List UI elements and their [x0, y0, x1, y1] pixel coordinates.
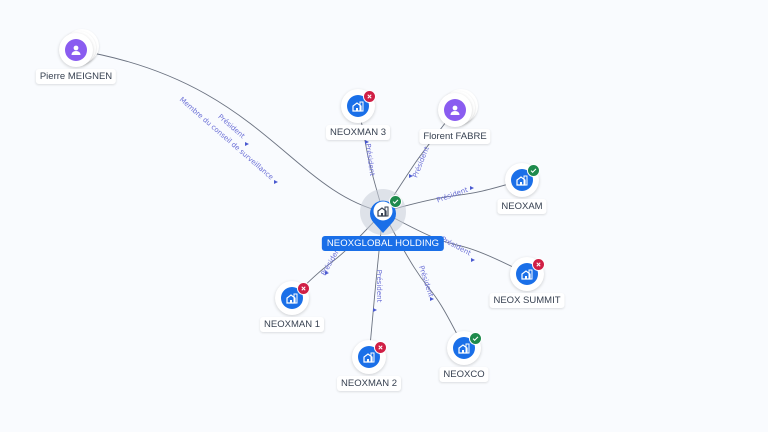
edge-line: [382, 109, 456, 213]
edge-line: [382, 179, 523, 213]
arrow-icon: [245, 142, 249, 146]
user-icon: [65, 39, 87, 61]
close-icon: [363, 90, 376, 103]
check-icon: [527, 164, 540, 177]
node-label[interactable]: NEOXMAN 3: [326, 125, 390, 140]
node-label[interactable]: Florent FABRE: [419, 129, 491, 144]
edge-label: Membre du conseil de surveillance: [178, 96, 275, 182]
node-circle[interactable]: [438, 93, 472, 127]
edge-label: Président: [364, 143, 377, 177]
arrow-icon: [470, 186, 474, 190]
node-label[interactable]: NEOXCO: [439, 367, 489, 382]
center-node-label[interactable]: NEOXGLOBAL HOLDING: [321, 236, 445, 251]
edge-label: Président: [436, 186, 470, 205]
edge-line: [382, 211, 528, 275]
node-label[interactable]: Pierre MEIGNEN: [35, 69, 117, 84]
node-label[interactable]: NEOX SUMMIT: [489, 293, 565, 308]
user-icon: [444, 99, 466, 121]
close-icon: [297, 282, 310, 295]
arrow-icon: [365, 140, 369, 144]
arrow-icon: [274, 180, 278, 184]
arrow-icon: [409, 174, 413, 178]
close-icon: [532, 258, 545, 271]
edge-line: [291, 211, 384, 299]
map-pin-icon: [370, 200, 396, 233]
edge-label: Président: [440, 235, 473, 258]
edge-label: Président: [375, 270, 383, 303]
arrow-icon: [430, 297, 434, 301]
check-icon: [389, 195, 402, 208]
arrow-icon: [325, 271, 329, 275]
arrow-icon: [471, 258, 475, 262]
edge-label: Président: [417, 265, 435, 299]
edge-line: [75, 49, 384, 213]
node-label[interactable]: NEOXAM: [497, 199, 547, 214]
node-label[interactable]: NEOXMAN 1: [260, 317, 324, 332]
check-icon: [469, 332, 482, 345]
node-label[interactable]: NEOXMAN 2: [337, 376, 401, 391]
edge-label: Président: [411, 145, 431, 179]
arrow-icon: [373, 308, 377, 312]
close-icon: [374, 341, 387, 354]
node-circle[interactable]: [59, 33, 93, 67]
